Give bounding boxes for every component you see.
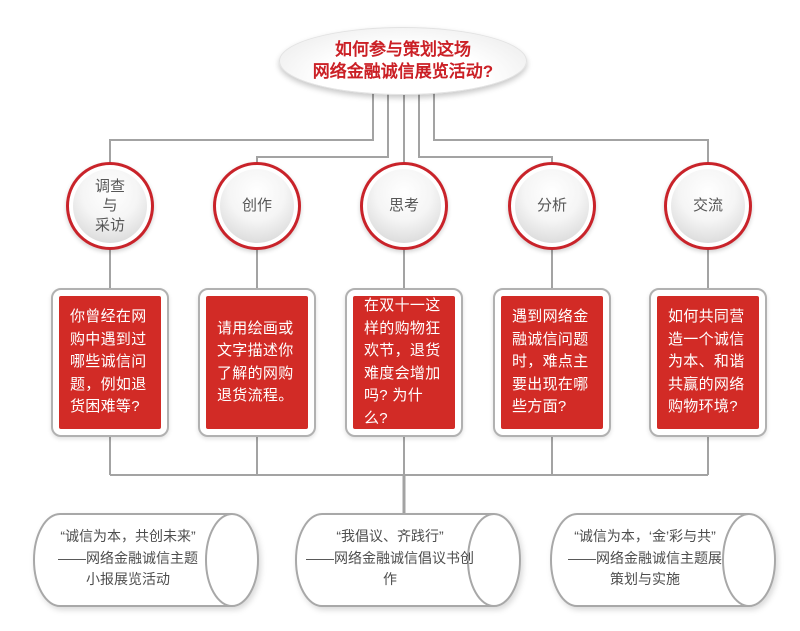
connector-branch-2 bbox=[256, 91, 389, 163]
output-cylinder-exhibition: “诚信为本，共创未来” ——网络金融诚信主题 小报展览活动 bbox=[30, 512, 260, 608]
stage-label: 分析 bbox=[536, 197, 567, 215]
output-line-1: “诚信为本，共创未来” bbox=[60, 528, 196, 545]
question-text: 你曾经在网购中遇到过哪些诚信问题，例如退货困难等? bbox=[70, 308, 147, 416]
root-topic-node: 如何参与策划这场 网络金融诚信展览活动? bbox=[279, 27, 527, 95]
branch-exchange: 交流 如何共同营造一个诚信为本、和谐共赢的网络购物环境? bbox=[649, 0, 767, 631]
question-panel: 在双十一这样的购物狂欢节，退货难度会增加吗? 为什么? bbox=[353, 296, 455, 429]
output-line-3: 策划与实施 bbox=[610, 571, 680, 588]
output-text: “诚信为本，共创未来” ——网络金融诚信主题 小报展览活动 bbox=[38, 526, 218, 591]
branch-analysis: 分析 遇到网络金融诚信问题时，难点主要出现在哪些方面? bbox=[493, 0, 611, 631]
question-card: 你曾经在网购中遇到过哪些诚信问题，例如退货困难等? bbox=[51, 288, 169, 437]
output-line-1: “我倡议、齐践行” bbox=[336, 528, 444, 545]
stage-circle-inner: 交流 bbox=[671, 169, 745, 243]
question-text: 遇到网络金融诚信问题时，难点主要出现在哪些方面? bbox=[512, 308, 589, 416]
stage-circle-exchange: 交流 bbox=[664, 162, 752, 250]
cylinder-shape bbox=[33, 513, 259, 607]
connector-branch-1 bbox=[109, 91, 374, 163]
question-card: 在双十一这样的购物狂欢节，退货难度会增加吗? 为什么? bbox=[345, 288, 463, 437]
root-topic-line-1: 如何参与策划这场 bbox=[335, 39, 471, 59]
question-panel: 你曾经在网购中遇到过哪些诚信问题，例如退货困难等? bbox=[59, 296, 161, 429]
branch-creation: 创作 请用绘画或文字描述你了解的网购退货流程。 bbox=[198, 0, 316, 631]
output-line-1: “诚信为本，‘金’彩与共” bbox=[574, 528, 716, 545]
root-topic-line-2: 网络金融诚信展览活动? bbox=[312, 62, 494, 81]
output-cylinder-proposal: “我倡议、齐践行” ——网络金融诚信倡议书创作 bbox=[292, 512, 522, 608]
stage-circle-inner: 调查 与 采访 bbox=[73, 169, 147, 243]
stage-label: 调查 与 采访 bbox=[94, 177, 125, 234]
output-line-2: ——网络金融诚信主题展 bbox=[568, 549, 722, 566]
stage-circle-inner: 分析 bbox=[515, 169, 589, 243]
cylinder-shape bbox=[550, 513, 776, 607]
output-line-3: 小报展览活动 bbox=[86, 571, 170, 588]
stage-label: 交流 bbox=[692, 197, 723, 215]
stage-circle-inner: 创作 bbox=[220, 169, 294, 243]
question-card: 遇到网络金融诚信问题时，难点主要出现在哪些方面? bbox=[493, 288, 611, 437]
question-panel: 遇到网络金融诚信问题时，难点主要出现在哪些方面? bbox=[501, 296, 603, 429]
question-card: 如何共同营造一个诚信为本、和谐共赢的网络购物环境? bbox=[649, 288, 767, 437]
stage-circle-creation: 创作 bbox=[213, 162, 301, 250]
stage-circle-survey-interview: 调查 与 采访 bbox=[66, 162, 154, 250]
connector-branch-5 bbox=[433, 91, 709, 163]
question-card: 请用绘画或文字描述你了解的网购退货流程。 bbox=[198, 288, 316, 437]
stage-circle-inner: 思考 bbox=[367, 169, 441, 243]
question-text: 在双十一这样的购物狂欢节，退货难度会增加吗? 为什么? bbox=[364, 297, 441, 427]
stage-circle-thinking: 思考 bbox=[360, 162, 448, 250]
cylinder-shape bbox=[295, 513, 521, 607]
stage-label: 思考 bbox=[388, 197, 419, 215]
branch-survey-interview: 调查 与 采访 你曾经在网购中遇到过哪些诚信问题，例如退货困难等? bbox=[51, 0, 169, 631]
stage-label: 创作 bbox=[241, 197, 272, 215]
question-text: 如何共同营造一个诚信为本、和谐共赢的网络购物环境? bbox=[668, 308, 745, 416]
connector-branch-4 bbox=[418, 91, 553, 163]
question-panel: 如何共同营造一个诚信为本、和谐共赢的网络购物环境? bbox=[657, 296, 759, 429]
output-text: “我倡议、齐践行” ——网络金融诚信倡议书创作 bbox=[300, 526, 480, 591]
branch-thinking: 思考 在双十一这样的购物狂欢节，退货难度会增加吗? 为什么? bbox=[345, 0, 463, 631]
output-line-2: ——网络金融诚信倡议书创作 bbox=[306, 549, 474, 588]
output-text: “诚信为本，‘金’彩与共” ——网络金融诚信主题展 策划与实施 bbox=[555, 526, 735, 591]
question-panel: 请用绘画或文字描述你了解的网购退货流程。 bbox=[206, 296, 308, 429]
output-cylinder-planning: “诚信为本，‘金’彩与共” ——网络金融诚信主题展 策划与实施 bbox=[547, 512, 777, 608]
question-text: 请用绘画或文字描述你了解的网购退货流程。 bbox=[217, 319, 294, 405]
output-line-2: ——网络金融诚信主题 bbox=[58, 549, 198, 566]
stage-circle-analysis: 分析 bbox=[508, 162, 596, 250]
